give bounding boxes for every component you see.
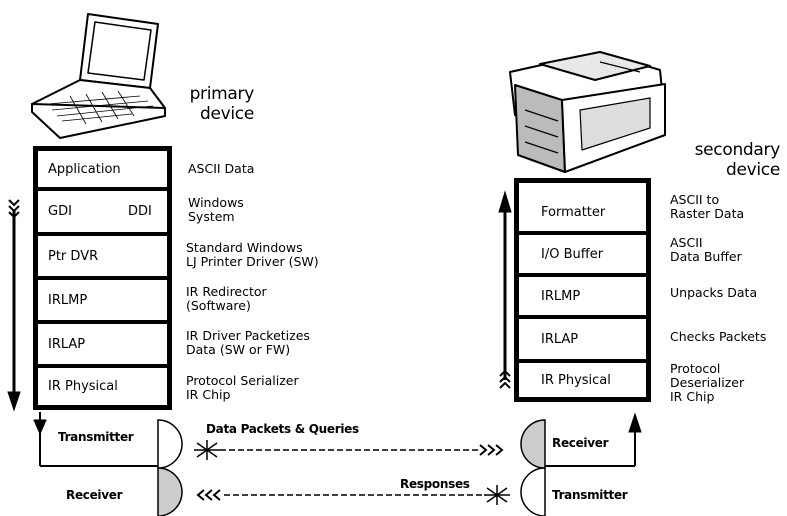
secondary-note-ir-physical: Protocol Deserializer IR Chip — [670, 361, 745, 404]
layer-label: IRLMP — [541, 288, 581, 304]
primary-tx-connector — [33, 412, 160, 467]
primary-layer-ptr-dvr: Ptr DVR — [38, 236, 167, 280]
upward-flow-arrow — [498, 190, 512, 389]
primary-note-application: ASCII Data — [188, 161, 255, 176]
primary-protocol-stack: Application GDI DDI Ptr DVR IRLMP IRLAP … — [33, 146, 172, 410]
secondary-device-label: secondary device — [650, 140, 781, 180]
layer-label: IRLMP — [48, 292, 88, 308]
primary-device-label-line2: device — [199, 104, 254, 124]
secondary-note-io-buffer: ASCII Data Buffer — [670, 235, 742, 264]
secondary-ir-emitters — [520, 419, 546, 516]
secondary-note-irlmp: Unpacks Data — [670, 285, 758, 300]
layer-label: IRLAP — [48, 336, 86, 352]
primary-device-label-line1: primary — [189, 84, 255, 104]
layer-label: IRLAP — [541, 331, 579, 347]
primary-layer-irlmp: IRLMP — [38, 280, 167, 324]
layer-label: IR Physical — [541, 372, 611, 388]
primary-transmitter-label: Transmitter — [58, 430, 134, 444]
primary-layer-gdi-ddi: GDI DDI — [38, 191, 167, 236]
downward-flow-arrow — [7, 199, 21, 412]
primary-note-irlmp: IR Redirector (Software) — [186, 284, 267, 313]
secondary-layer-io-buffer: I/O Buffer — [519, 235, 646, 277]
primary-device-label: primary device — [170, 84, 255, 124]
primary-layer-ir-physical: IR Physical — [38, 368, 167, 405]
forward-link-label: Data Packets & Queries — [206, 422, 359, 436]
backward-link — [196, 485, 510, 505]
layer-label-gdi: GDI — [48, 204, 72, 219]
laptop-illustration — [31, 13, 166, 139]
layer-label: IR Physical — [48, 379, 118, 394]
printer-illustration — [509, 51, 666, 173]
layer-label: Application — [48, 161, 121, 177]
primary-note-irlap: IR Driver Packetizes Data (SW or FW) — [186, 328, 310, 357]
secondary-layer-ir-physical: IR Physical — [519, 363, 646, 397]
layer-label-ddi: DDI — [128, 204, 152, 219]
secondary-device-label-line2: device — [725, 160, 780, 180]
layer-label: Formatter — [541, 205, 606, 220]
primary-note-ir-physical: Protocol Serializer IR Chip — [186, 373, 299, 402]
primary-layer-application: Application — [38, 151, 167, 191]
secondary-note-formatter: ASCII to Raster Data — [670, 192, 745, 221]
primary-layer-irlap: IRLAP — [38, 324, 167, 368]
layer-label: I/O Buffer — [541, 246, 604, 262]
secondary-rx-connector — [545, 412, 642, 467]
secondary-protocol-stack: Formatter I/O Buffer IRLMP IRLAP IR Phys… — [514, 178, 651, 402]
secondary-layer-irlap: IRLAP — [519, 319, 646, 363]
primary-receiver-label: Receiver — [66, 488, 123, 502]
backward-link-label: Responses — [400, 477, 470, 491]
secondary-device-label-line1: secondary — [694, 140, 781, 160]
primary-note-ptr-dvr: Standard Windows LJ Printer Driver (SW) — [186, 240, 319, 269]
secondary-note-irlap: Checks Packets — [670, 329, 767, 344]
layer-label: Ptr DVR — [48, 248, 99, 264]
secondary-layer-formatter: Formatter — [519, 183, 646, 235]
forward-link — [194, 440, 504, 460]
secondary-receiver-label: Receiver — [552, 436, 609, 450]
secondary-layer-irlmp: IRLMP — [519, 277, 646, 319]
primary-ir-emitters — [157, 419, 183, 516]
secondary-transmitter-label: Transmitter — [552, 488, 628, 502]
primary-note-gdi: Windows System — [188, 195, 244, 224]
